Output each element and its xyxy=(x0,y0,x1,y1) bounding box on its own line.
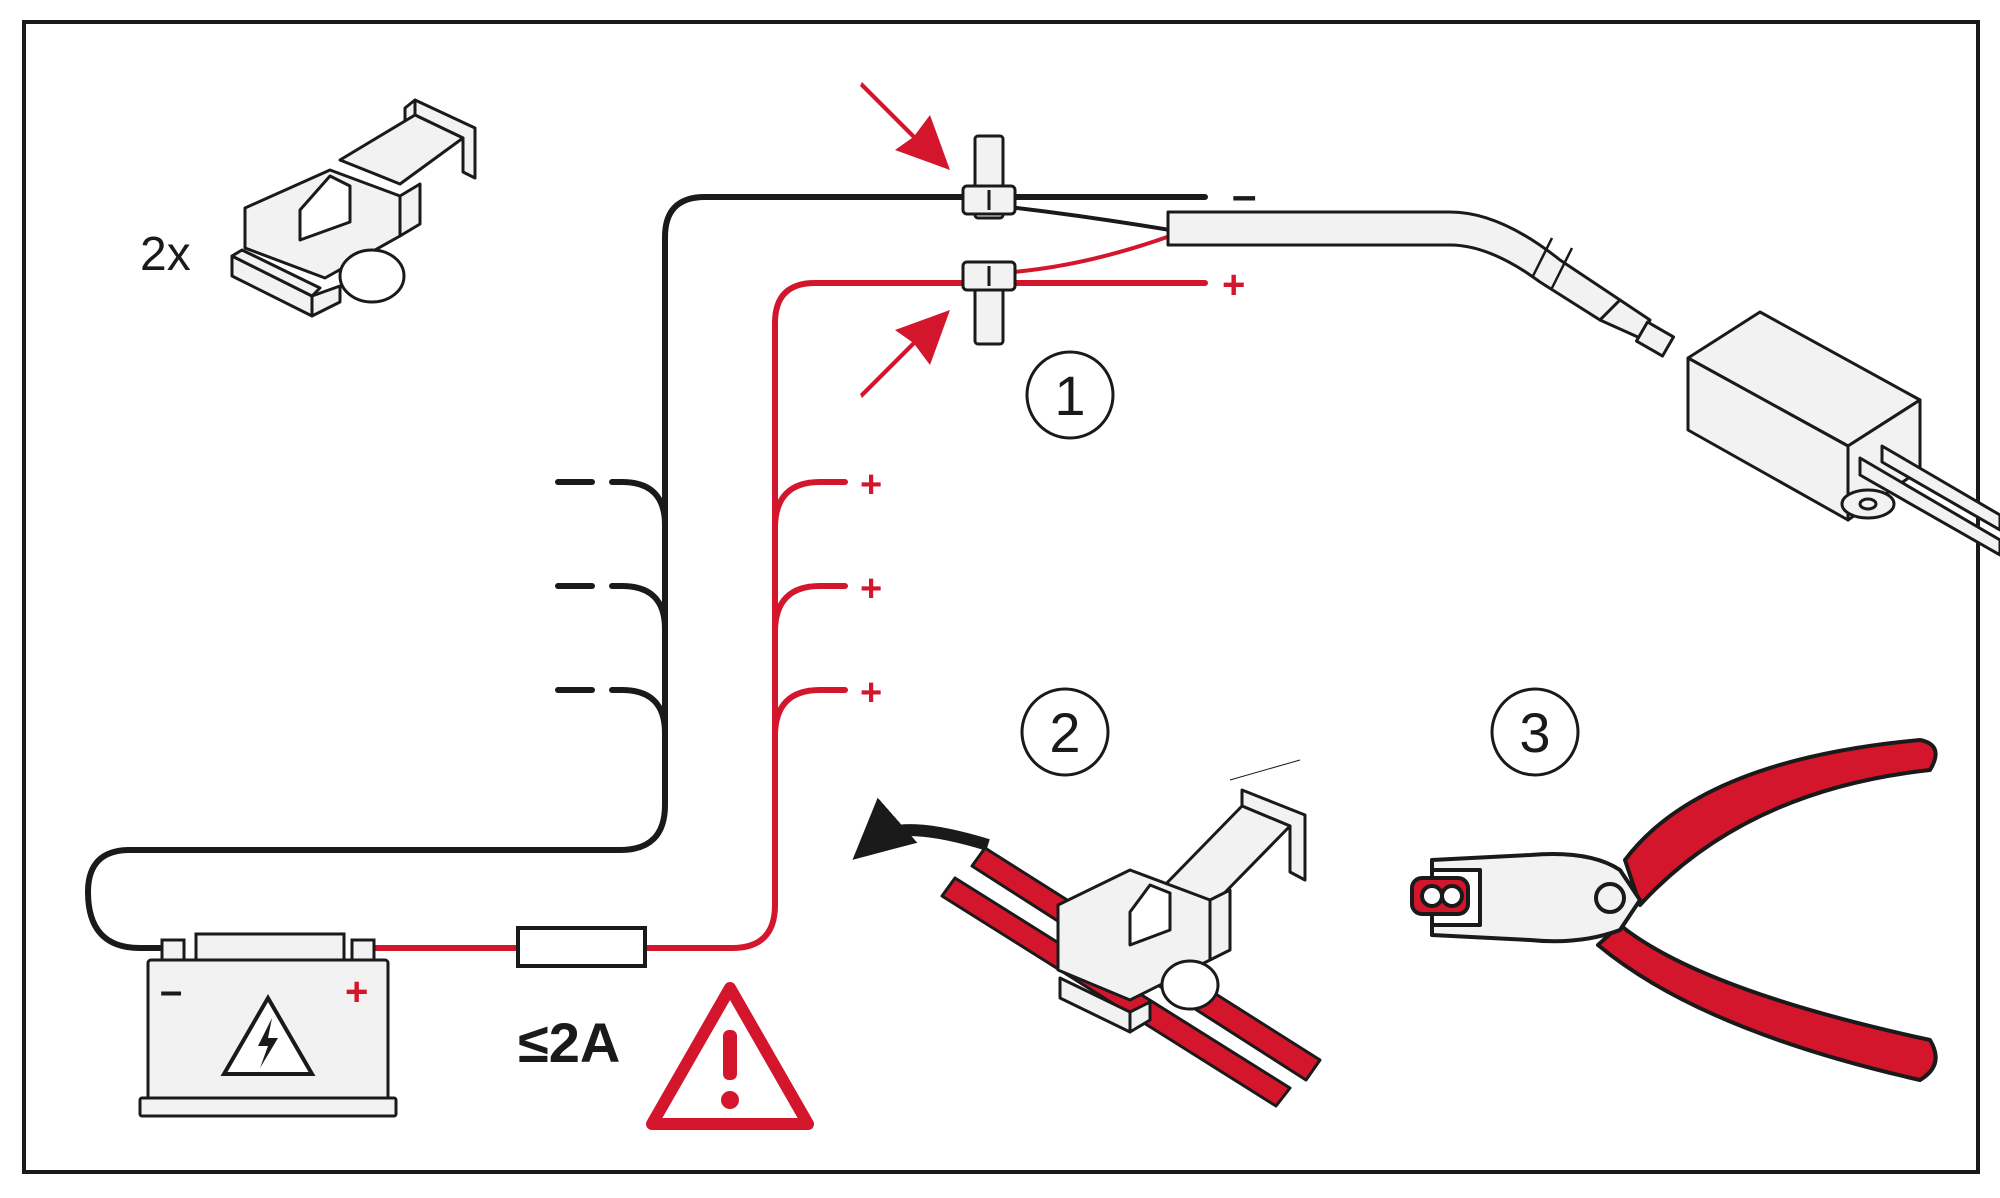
arrow-bottom xyxy=(860,310,950,398)
positive-branch-3 xyxy=(772,687,848,739)
main-positive-wire xyxy=(642,280,1208,951)
positive-tap-connector xyxy=(961,260,1017,346)
step-3-circle xyxy=(1490,687,1580,777)
plus-label-branch-2: + xyxy=(860,568,882,610)
crimping-pliers-icon xyxy=(1410,738,1938,1082)
connector-closing-illustration xyxy=(852,759,1322,1108)
plus-label-top: + xyxy=(1222,263,1245,307)
positive-branch-2 xyxy=(772,583,848,635)
warning-triangle-icon xyxy=(646,982,814,1130)
negative-branch-2 xyxy=(609,583,668,632)
negative-wiring xyxy=(84,194,1208,951)
negative-branch-1 xyxy=(609,479,668,528)
battery-icon xyxy=(138,932,398,1118)
battery-minus-label: – xyxy=(160,969,182,1013)
battery-plus-label: + xyxy=(345,970,368,1014)
step-2-circle xyxy=(1020,687,1110,777)
pointer-arrow-icon xyxy=(860,82,950,398)
step-3-number: 3 xyxy=(1519,701,1550,764)
tap-connectors xyxy=(961,134,1017,346)
negative-branch-3 xyxy=(609,687,668,736)
wire-tap-connector-icon xyxy=(230,98,477,318)
positive-wiring xyxy=(367,234,1208,951)
main-negative-wire xyxy=(84,194,1208,951)
control-module-icon xyxy=(1166,210,2000,557)
positive-branch-1 xyxy=(772,479,848,531)
quantity-label: 2x xyxy=(140,228,191,281)
plus-label-branch-3: + xyxy=(860,672,882,714)
step-markers: 1 2 3 xyxy=(1020,350,1580,777)
step-2-number: 2 xyxy=(1049,701,1080,764)
fuse-rating-label: ≤2A xyxy=(518,1011,620,1074)
negative-tap-connector xyxy=(961,134,1017,220)
step-1-circle xyxy=(1025,350,1115,440)
arrow-top xyxy=(860,82,950,170)
module-negative-lead xyxy=(998,204,1172,232)
step-1-number: 1 xyxy=(1054,364,1085,427)
frame-border xyxy=(22,20,1980,1174)
crimp-die-icon xyxy=(1410,876,1470,916)
plus-label-branch-1: + xyxy=(860,464,882,506)
rotate-arrow xyxy=(852,797,990,860)
fuse-icon xyxy=(516,926,647,968)
lightning-icon xyxy=(258,1018,278,1068)
module-positive-lead xyxy=(998,234,1172,275)
